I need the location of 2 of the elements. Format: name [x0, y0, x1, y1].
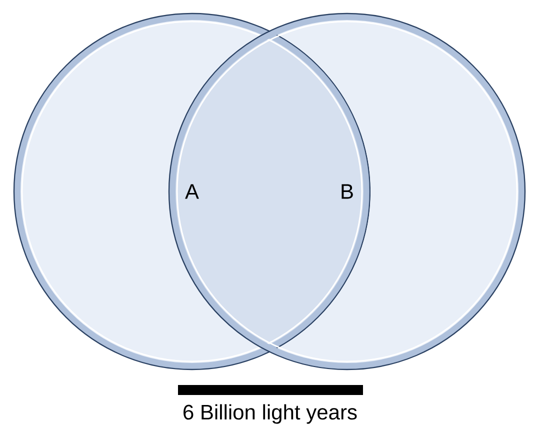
- node-label: A: [185, 184, 199, 199]
- scale-label: 6 Billion light years: [184, 404, 357, 424]
